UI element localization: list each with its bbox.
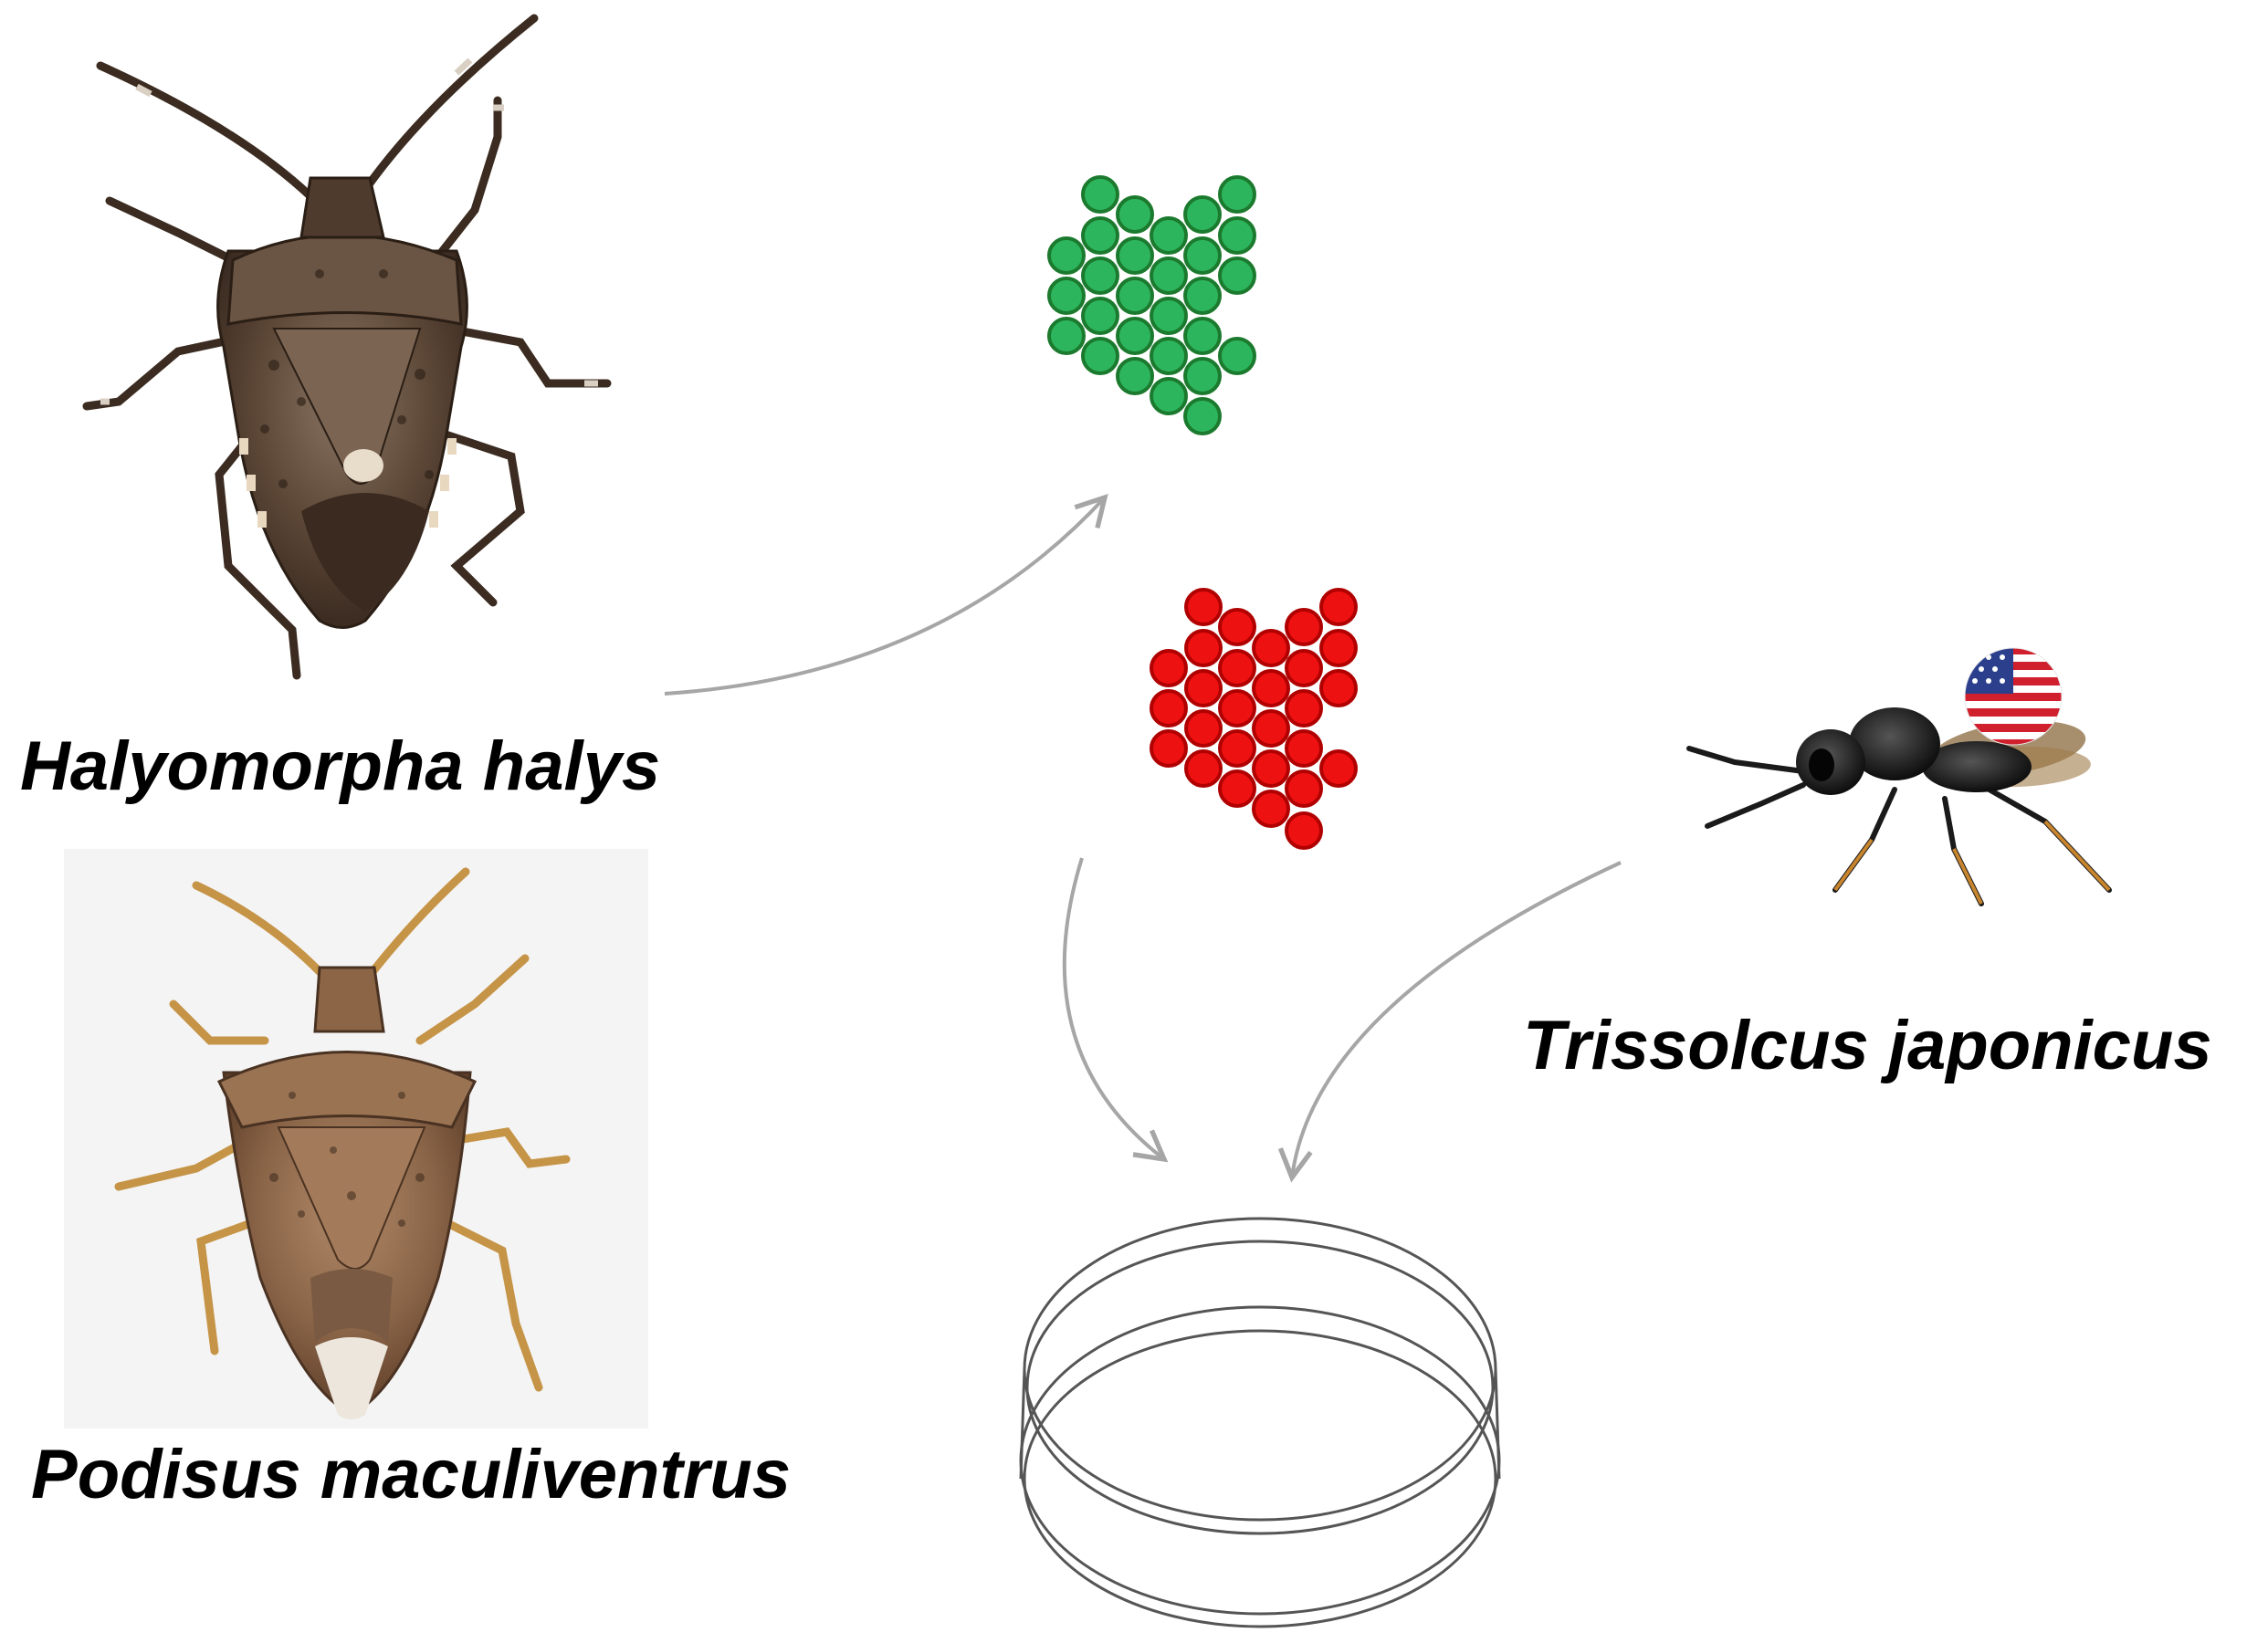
arrow-eggs-to-dish [1065,858,1164,1159]
green-egg-mass [1049,177,1255,434]
red-egg-mass [1151,590,1356,848]
arrow-halys-to-eggs [665,497,1105,694]
label-podisus-maculiventrus: Podisus maculiventrus [31,1440,791,1510]
arrows [665,497,1621,1177]
petri-dish-icon [1021,1219,1499,1627]
label-halyomorpha-halys: Halyomorpha halys [20,732,660,801]
halyomorpha-halys-illustration [87,18,607,675]
podisus-maculiventrus-illustration [64,849,648,1428]
trissolcus-japonicus-illustration [1689,707,2109,904]
label-trissolcus-japonicus: Trissolcus japonicus [1523,1011,2212,1081]
